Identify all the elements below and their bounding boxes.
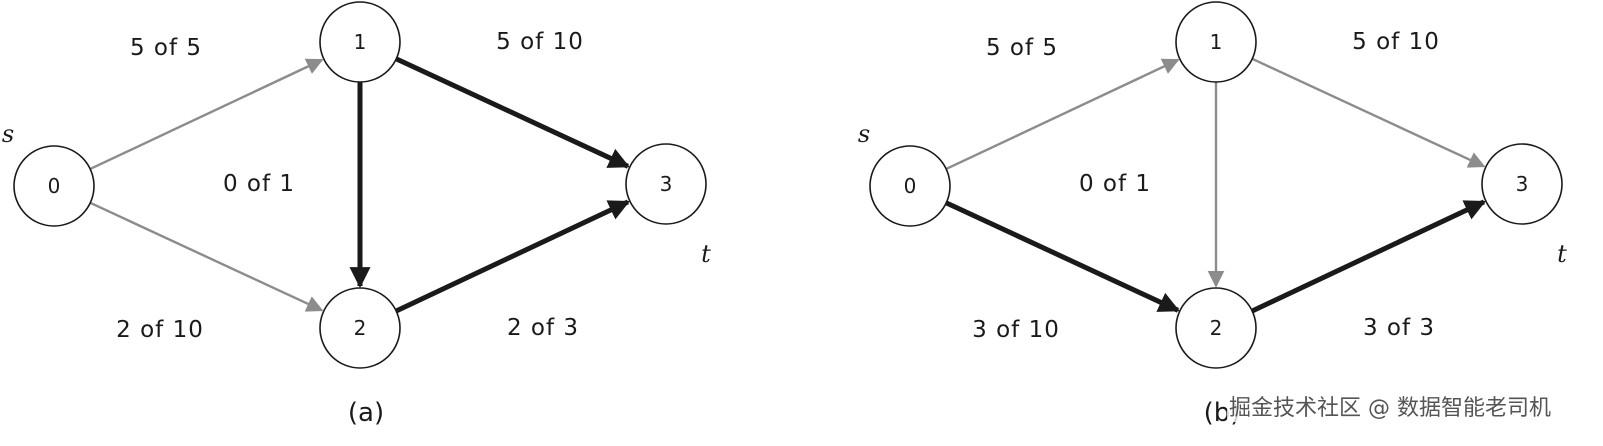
edge-label-2-3: 2 of 3 (507, 315, 579, 341)
edge-label-1-2: 0 of 1 (223, 171, 295, 197)
node-label: 1 (354, 30, 367, 54)
diagram-b: 5 of 53 of 100 of 15 of 103 of 30123st(b… (858, 1, 1567, 428)
source-label: s (2, 120, 14, 148)
diagram-a: 5 of 5 2 of 10 0 of 1 5 of 10 2 of 3 0 1 2 3 s t (a… (2, 1, 711, 428)
node-label: 0 (904, 174, 917, 198)
edge-label-0-2: 3 of 10 (972, 317, 1060, 343)
node-label: 3 (1516, 172, 1529, 196)
node-label: 0 (48, 174, 61, 198)
node-3: 3 (625, 143, 707, 225)
node-1: 1 (1175, 1, 1257, 83)
caption: (a) (348, 398, 384, 428)
edge-label-2-3: 3 of 3 (1363, 315, 1435, 341)
node-0: 0 (13, 145, 95, 227)
node-2: 2 (1175, 287, 1257, 369)
node-2: 2 (319, 287, 401, 369)
edge-2-3-flow (1251, 199, 1486, 314)
node-label: 1 (1210, 30, 1223, 54)
node-label: 2 (354, 316, 367, 340)
sink-label: t (701, 240, 711, 268)
edge-0-2 (89, 201, 324, 312)
edge-label-0-2: 2 of 10 (116, 317, 204, 343)
node-0: 0 (869, 145, 951, 227)
edge-1-3 (1251, 57, 1486, 168)
node-label: 3 (660, 172, 673, 196)
edge-label-1-3: 5 of 10 (1352, 29, 1440, 55)
edge-0-1 (945, 58, 1180, 171)
edge-0-2-flow (945, 200, 1180, 313)
node-1: 1 (319, 1, 401, 83)
node-3: 3 (1481, 143, 1563, 225)
watermark: 掘金技术社区 @ 数据智能老司机 (1227, 390, 1553, 422)
edge-label-1-2: 0 of 1 (1079, 171, 1151, 197)
source-label: s (858, 120, 870, 148)
sink-label: t (1557, 240, 1567, 268)
node-label: 2 (1210, 316, 1223, 340)
edge-label-1-3: 5 of 10 (496, 29, 584, 55)
edge-0-1 (89, 58, 324, 171)
edge-1-3-flow (395, 56, 630, 169)
edge-2-3-flow (395, 199, 630, 314)
edge-label-0-1: 5 of 5 (130, 35, 202, 61)
edge-label-0-1: 5 of 5 (986, 35, 1058, 61)
